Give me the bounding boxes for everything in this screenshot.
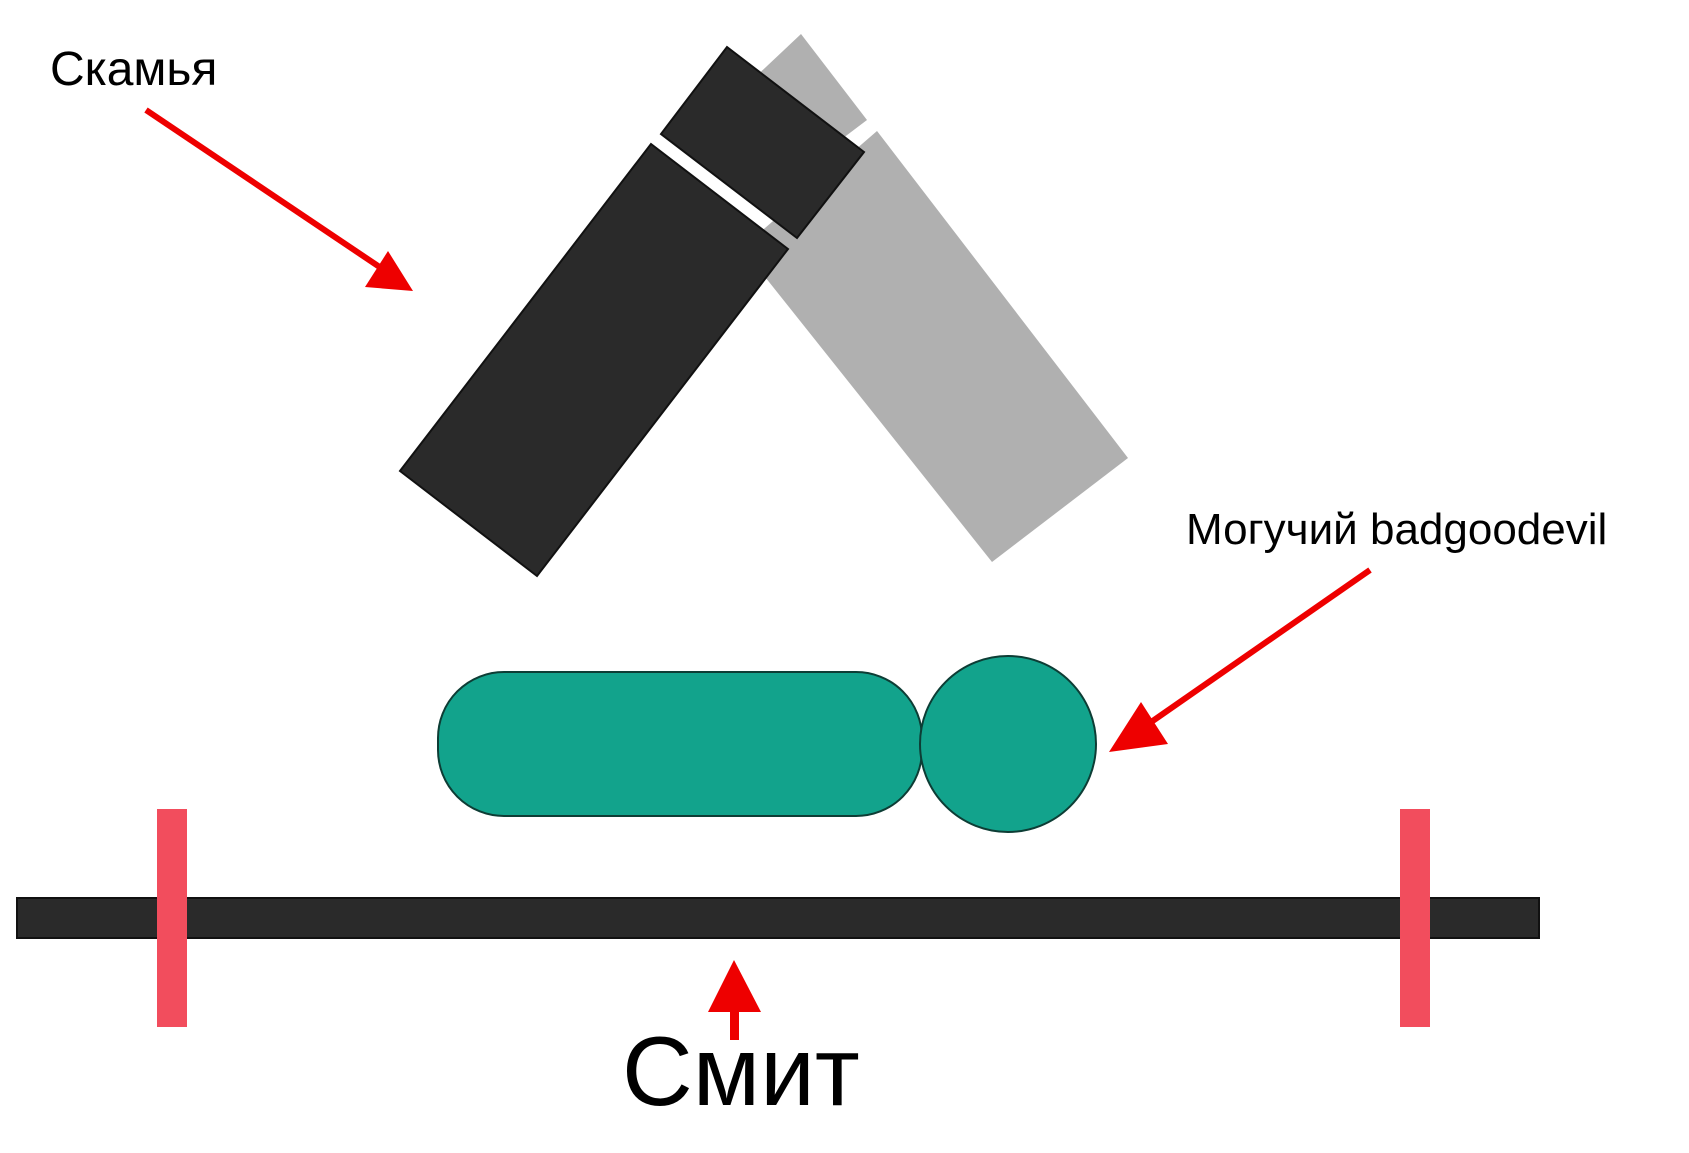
person-body <box>437 671 923 817</box>
person-label: Могучий badgoodevil <box>1186 505 1608 554</box>
arrow-to-bench <box>144 107 413 291</box>
arrow-to-smith-head <box>708 960 761 1012</box>
arrow-to-person-shaft <box>1142 567 1372 730</box>
bench-main-back-pad <box>398 142 790 578</box>
bench-main <box>398 45 866 578</box>
smith-machine <box>16 809 1540 1027</box>
person-head <box>919 655 1097 833</box>
arrow-to-smith-shaft <box>730 1004 739 1040</box>
smith-plate-right <box>1400 809 1430 1027</box>
person-figure <box>437 655 1097 833</box>
smith-label: Смит <box>622 1016 860 1126</box>
bench-ghost-back-pad <box>742 131 1128 562</box>
arrow-to-bench-head <box>365 251 413 291</box>
smith-plate-left <box>157 809 187 1027</box>
bench-main-seat-pad <box>659 45 866 240</box>
arrow-to-person <box>1109 567 1372 752</box>
bench-label: Скамья <box>50 43 218 96</box>
arrow-to-person-head <box>1109 702 1168 752</box>
arrow-to-bench-shaft <box>144 107 386 273</box>
arrow-to-smith <box>708 960 761 1040</box>
smith-bar <box>16 897 1540 939</box>
